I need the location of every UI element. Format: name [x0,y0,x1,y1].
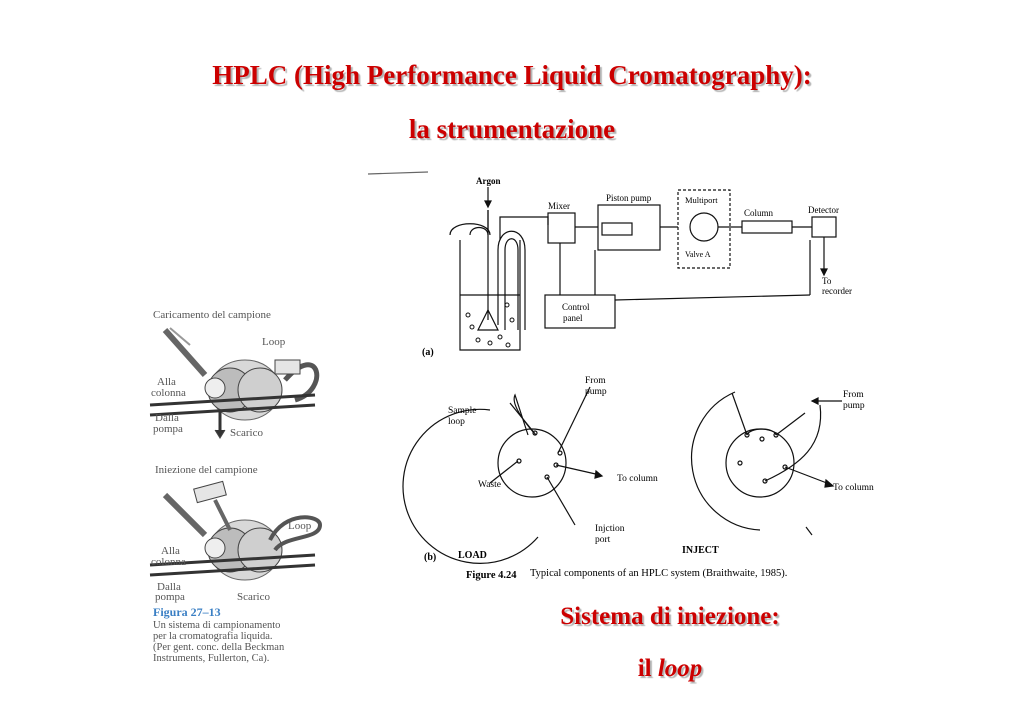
label-from-pump-load-2: pump [585,387,607,397]
label-multiport: Multiport [685,195,718,205]
label-panel: panel [563,313,583,323]
label-to: To [822,276,832,286]
label-recorder: recorder [822,286,852,296]
label-injection-2: port [595,535,611,545]
label-detector: Detector [808,205,839,215]
label-load: LOAD [458,550,487,561]
label-from-pump-inject-1: From [843,390,864,400]
figure-27-13-label: Figura 27–13 [153,605,221,619]
label-argon: Argon [476,176,501,186]
colonna-label-top: colonna [151,387,186,399]
load-valve [402,386,604,564]
label-waste: Waste [478,480,501,490]
slide-title: HPLC (High Performance Liquid Cromatogra… [212,60,812,90]
valve-loading-drawing [149,327,320,439]
pompa-label-top: pompa [153,423,183,435]
scarico-label-bottom: Scarico [237,591,270,603]
valve-injection-drawing [149,480,323,581]
label-sample-1: Sample [448,406,477,416]
label-piston-pump: Piston pump [606,193,652,203]
label-a: (a) [422,347,434,358]
label-from-pump-inject-2: pump [843,401,865,411]
colonna-label-bottom: colonna [151,556,186,568]
alla-label-top: Alla [157,376,176,388]
dalla-label-top: Dalla [155,412,179,424]
label-to-column-inject: To column [833,483,874,493]
pompa-label-bottom: pompa [155,591,185,603]
alla-label-bottom: Alla [161,545,180,557]
loop-label-bottom: Loop [288,520,312,532]
section-heading-loop: il loop [470,655,870,683]
label-to-column-load: To column [617,474,658,484]
loop-prefix: il [637,655,658,682]
caption-injection: Iniezione del campione [155,464,258,476]
label-inject: INJECT [682,545,719,556]
figure-27-13-text-1: Un sistema di campionamento [153,620,280,631]
hplc-schematic: Argon Mixer Piston pump Multiport Valve … [367,171,874,581]
figure-4-24-label: Figure 4.24 [466,570,517,581]
loop-emphasis: loop [657,655,703,682]
loop-label-top: Loop [262,336,286,348]
label-mixer: Mixer [548,201,570,211]
label-column: Column [744,208,774,218]
bubbles [465,302,515,348]
scarico-label-top: Scarico [230,427,263,439]
figure-27-13-text-2: per la cromatografia liquida. [153,631,273,642]
slide-subtitle: la strumentazione [408,114,616,144]
label-injection-1: Injction [595,524,625,534]
loop-valve-illustration: Caricamento del campione Loop Alla colon… [149,309,323,664]
figure-4-24-caption: Typical components of an HPLC system (Br… [530,568,787,579]
label-sample-2: loop [448,417,465,427]
dalla-label-bottom: Dalla [157,581,181,593]
figure-27-13-text-4: Instruments, Fullerton, Ca). [153,653,269,664]
caption-loading: Caricamento del campione [153,309,271,321]
section-heading-injection-system: Sistema di iniezione: [560,603,780,630]
inject-valve [690,391,842,536]
label-valve-a: Valve A [685,250,711,259]
figure-27-13-text-3: (Per gent. conc. della Beckman [153,642,285,653]
label-control: Control [562,302,590,312]
label-from-pump-load-1: From [585,376,606,386]
label-b: (b) [424,552,436,563]
